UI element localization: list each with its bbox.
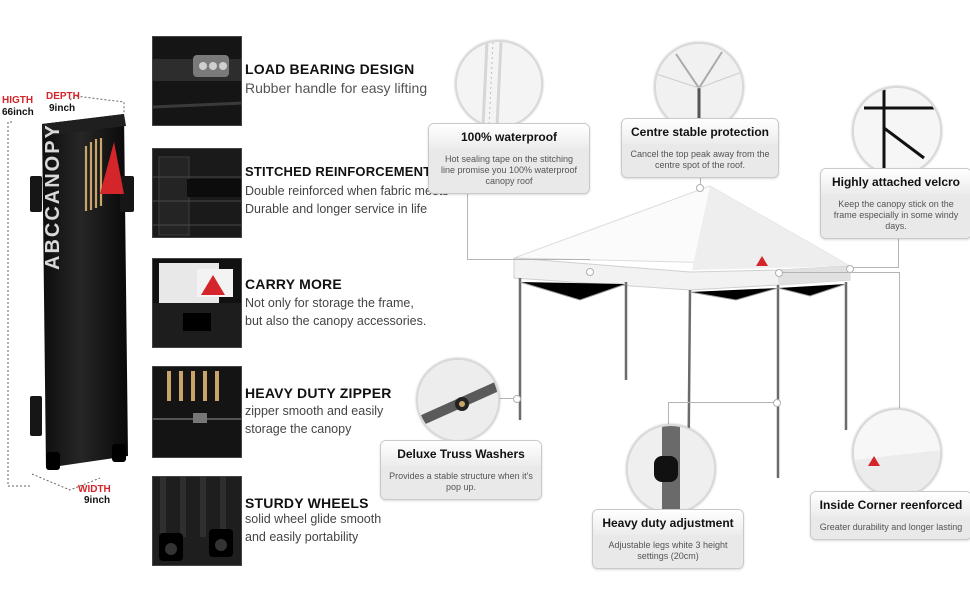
feature-title-wheels: STURDY WHEELS (245, 495, 369, 511)
callout-desc: Keep the canopy stick on the frame espec… (821, 194, 970, 238)
feature-desc-line: but also the canopy accessories. (245, 314, 427, 328)
callout-desc: Greater durability and longer lasting (811, 517, 970, 539)
callout-velcro: Highly attached velcro Keep the canopy s… (820, 168, 970, 239)
callout-centre: Centre stable protection Cancel the top … (621, 118, 779, 178)
feature-title-zipper: HEAVY DUTY ZIPPER (245, 385, 392, 401)
feature-desc-stitched: Double reinforced when fabric meets Dura… (245, 182, 449, 218)
feature-thumb-carry-more (152, 258, 242, 348)
feature-thumb-handle (152, 36, 242, 126)
callout-dot (775, 269, 783, 277)
feature-desc-zipper: zipper smooth and easily storage the can… (245, 402, 383, 438)
width-label: WIDTH (78, 484, 111, 495)
detail-circle-velcro (852, 86, 942, 176)
detail-circle-stitching (455, 40, 543, 128)
height-value: 66inch (2, 107, 34, 118)
feature-desc-wheels: solid wheel glide smooth and easily port… (245, 510, 381, 546)
leader-line (899, 272, 900, 412)
feature-desc-load-bearing: Rubber handle for easy lifting (245, 79, 427, 97)
leader-line (778, 272, 900, 273)
feature-desc-line: storage the canopy (245, 422, 352, 436)
callout-title: Deluxe Truss Washers (381, 441, 541, 466)
detail-circle-corner (852, 408, 942, 498)
leader-line (668, 402, 776, 403)
callout-title: 100% waterproof (429, 124, 589, 149)
callout-truss: Deluxe Truss Washers Provides a stable s… (380, 440, 542, 500)
carry-bag-image (30, 114, 134, 470)
feature-title-load-bearing: LOAD BEARING DESIGN (245, 61, 415, 77)
depth-label: DEPTH (46, 91, 80, 102)
detail-circle-truss (416, 358, 500, 442)
callout-title: Heavy duty adjustment (593, 510, 743, 535)
feature-title-carry-more: CARRY MORE (245, 276, 342, 292)
detail-circle-adjustment (626, 424, 716, 514)
callout-title: Inside Corner reenforced (811, 492, 970, 517)
callout-desc: Adjustable legs white 3 height settings … (593, 535, 743, 568)
feature-desc-line: Not only for storage the frame, (245, 296, 414, 310)
callout-dot (513, 395, 521, 403)
dimension-lines (7, 95, 125, 491)
feature-desc-line: Rubber handle for easy lifting (245, 80, 428, 96)
feature-desc-line: zipper smooth and easily (245, 404, 384, 418)
callout-desc: Hot sealing tape on the stitching line p… (429, 149, 589, 193)
feature-title-stitched: STITCHED REINFORCEMENTS (245, 164, 441, 179)
callout-waterproof: 100% waterproof Hot sealing tape on the … (428, 123, 590, 194)
leader-line (467, 186, 468, 260)
callout-dot (696, 184, 704, 192)
canopy-image (513, 185, 851, 515)
callout-dot (773, 399, 781, 407)
feature-thumb-zipper (152, 366, 242, 458)
callout-dot (586, 268, 594, 276)
bag-brand-text: ABCCANOPY (42, 123, 64, 270)
feature-desc-line: and easily portability (245, 530, 359, 544)
callout-corner: Inside Corner reenforced Greater durabil… (810, 491, 970, 540)
leader-line (668, 402, 669, 430)
height-label: HIGTH (2, 95, 34, 106)
detail-circle-centre (654, 42, 744, 132)
feature-desc-line: Durable and longer service in life (245, 202, 428, 216)
depth-value: 9inch (49, 103, 76, 114)
leader-line (898, 228, 899, 268)
feature-desc-line: Double reinforced when fabric meets (245, 184, 449, 198)
feature-desc-carry-more: Not only for storage the frame, but also… (245, 294, 426, 330)
callout-desc: Cancel the top peak away from the centre… (622, 144, 778, 177)
leader-line (467, 259, 590, 260)
feature-thumb-wheels (152, 476, 242, 566)
callout-title: Centre stable protection (622, 119, 778, 144)
callout-title: Highly attached velcro (821, 169, 970, 194)
callout-adjustment: Heavy duty adjustment Adjustable legs wh… (592, 509, 744, 569)
feature-desc-line: solid wheel glide smooth (245, 512, 382, 526)
callout-desc: Provides a stable structure when it's po… (381, 466, 541, 499)
feature-thumb-stitching (152, 148, 242, 238)
leader-line (490, 398, 516, 399)
width-value: 9inch (84, 495, 111, 506)
leader-line (850, 267, 899, 268)
